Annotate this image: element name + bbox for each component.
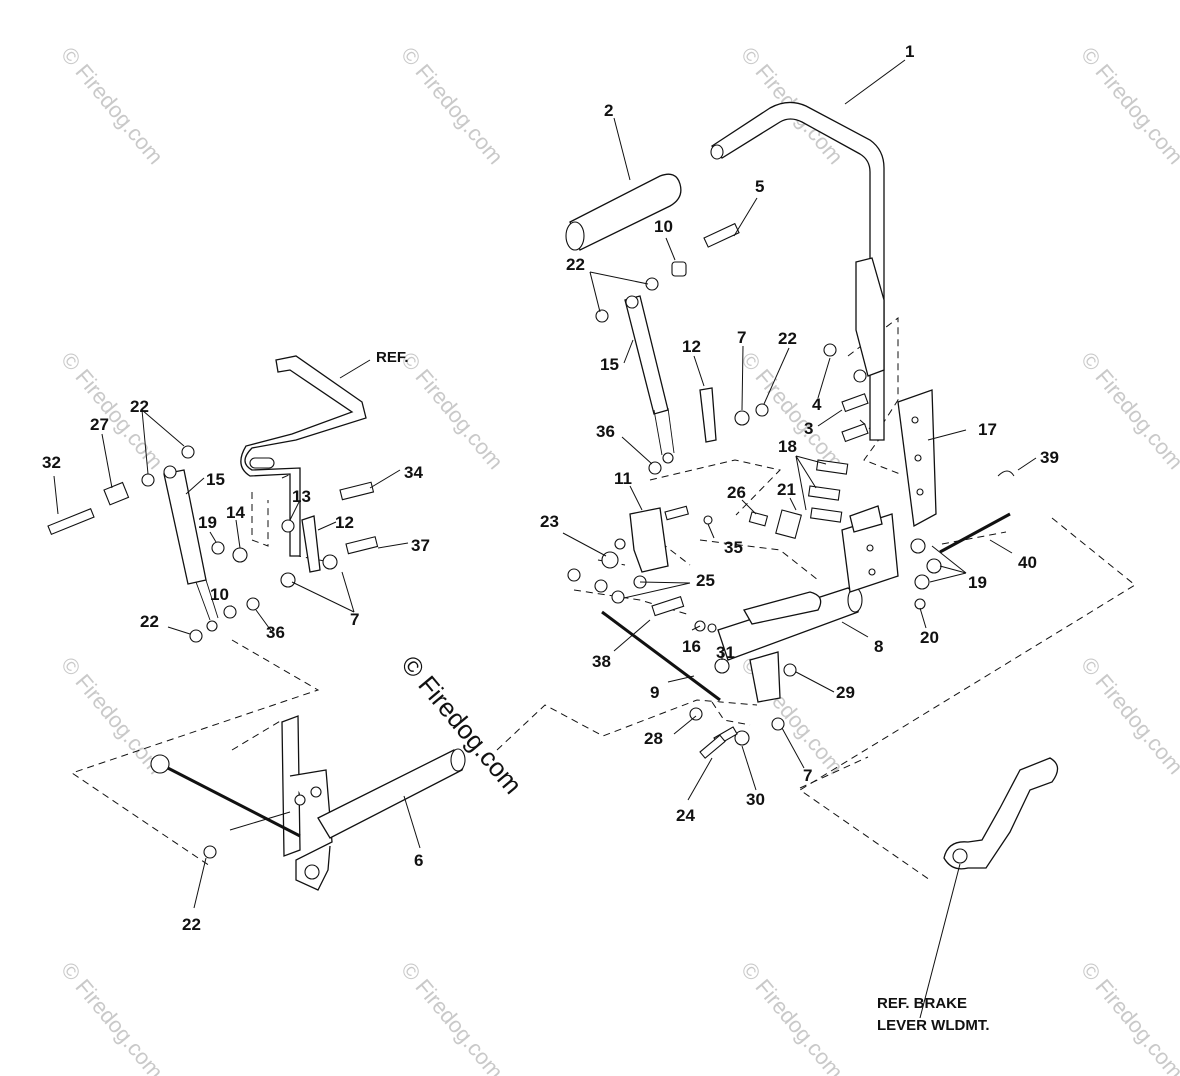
handle-grip	[569, 173, 682, 251]
watermark: © Firedog.com	[56, 957, 168, 1076]
lower-weldment	[281, 715, 301, 857]
callout-13: 13	[292, 487, 311, 506]
callout-labels: 1 2 5 10 22 15 12 7 22 4 3 17 36 18 39 1…	[42, 42, 1059, 934]
callout-22: 22	[566, 255, 585, 274]
callout-14: 14	[226, 503, 245, 522]
brake-lever	[943, 757, 1059, 870]
ref-brake-note-line2: LEVER WLDMT.	[877, 1017, 990, 1034]
callout-9: 9	[650, 683, 659, 702]
callout-8: 8	[874, 637, 883, 656]
callout-26: 26	[727, 483, 746, 502]
callout-4: 4	[812, 395, 822, 414]
callout-22: 22	[130, 397, 149, 416]
watermark: © Firedog.com	[736, 957, 848, 1076]
callout-35: 35	[724, 538, 743, 557]
callout-32: 32	[42, 453, 61, 472]
callout-24: 24	[676, 806, 695, 825]
callout-2: 2	[604, 101, 613, 120]
handle-bar	[711, 101, 885, 441]
weldment-plate	[289, 769, 333, 891]
handle-side-bracket	[855, 257, 885, 377]
callout-37: 37	[411, 536, 430, 555]
callout-6: 6	[414, 851, 423, 870]
callout-12: 12	[682, 337, 701, 356]
callout-19: 19	[198, 513, 217, 532]
callout-10: 10	[654, 217, 673, 236]
callout-7: 7	[350, 610, 359, 629]
callout-29: 29	[836, 683, 855, 702]
assembly-dashed-lines	[70, 316, 1136, 881]
callout-17: 17	[978, 420, 997, 439]
callout-23: 23	[540, 512, 559, 531]
watermark: © Firedog.com	[396, 42, 508, 169]
ref-brake-note-line1: REF. BRAKE	[877, 995, 967, 1012]
callout-12: 12	[335, 513, 354, 532]
watermark: © Firedog.com	[56, 42, 168, 169]
shaft-6	[317, 749, 465, 839]
callout-18: 18	[778, 437, 797, 456]
reference-notes: REF. REF. BRAKE LEVER WLDMT.	[376, 349, 990, 1034]
callout-36: 36	[266, 623, 285, 642]
pivot-bracket	[629, 507, 669, 573]
callout-20: 20	[920, 628, 939, 647]
callout-22: 22	[778, 329, 797, 348]
callout-39: 39	[1040, 448, 1059, 467]
watermark: © Firedog.com	[56, 347, 168, 474]
callout-34: 34	[404, 463, 423, 482]
callout-21: 21	[777, 480, 796, 499]
ref-bracket	[240, 355, 367, 557]
mount-plate-2	[849, 505, 883, 533]
callout-38: 38	[592, 652, 611, 671]
callout-16: 16	[682, 637, 701, 656]
watermark: © Firedog.com	[396, 347, 508, 474]
callout-1: 1	[905, 42, 914, 61]
watermark: © Firedog.com	[1076, 42, 1180, 169]
gas-spring-right	[624, 295, 669, 415]
callout-7: 7	[803, 766, 812, 785]
watermark: © Firedog.com	[1076, 652, 1180, 779]
watermark: © Firedog.com	[1076, 347, 1180, 474]
callout-22: 22	[140, 612, 159, 631]
left-assembly	[47, 355, 466, 891]
right-assembly	[565, 101, 1015, 759]
callout-11: 11	[614, 469, 632, 488]
callout-28: 28	[644, 729, 663, 748]
callout-27: 27	[90, 415, 109, 434]
callout-15: 15	[206, 470, 225, 489]
callout-15: 15	[600, 355, 619, 374]
ref-note: REF.	[376, 349, 409, 366]
callout-3: 3	[804, 419, 813, 438]
callout-36: 36	[596, 422, 615, 441]
callout-10: 10	[210, 585, 229, 604]
callout-30: 30	[746, 790, 765, 809]
watermark: © Firedog.com	[396, 957, 508, 1076]
callout-40: 40	[1018, 553, 1037, 572]
callout-7: 7	[737, 328, 746, 347]
callout-19: 19	[968, 573, 987, 592]
rod-end-right	[699, 387, 717, 443]
tab-bracket	[749, 651, 781, 703]
leader-lines	[53, 59, 1037, 1019]
callout-22: 22	[182, 915, 201, 934]
shaft-arm-plate	[743, 591, 822, 625]
callout-25: 25	[696, 571, 715, 590]
rod-end-left	[301, 515, 321, 573]
watermark: © Firedog.com	[1076, 957, 1180, 1076]
callout-5: 5	[755, 177, 764, 196]
callout-31: 31	[716, 643, 735, 662]
